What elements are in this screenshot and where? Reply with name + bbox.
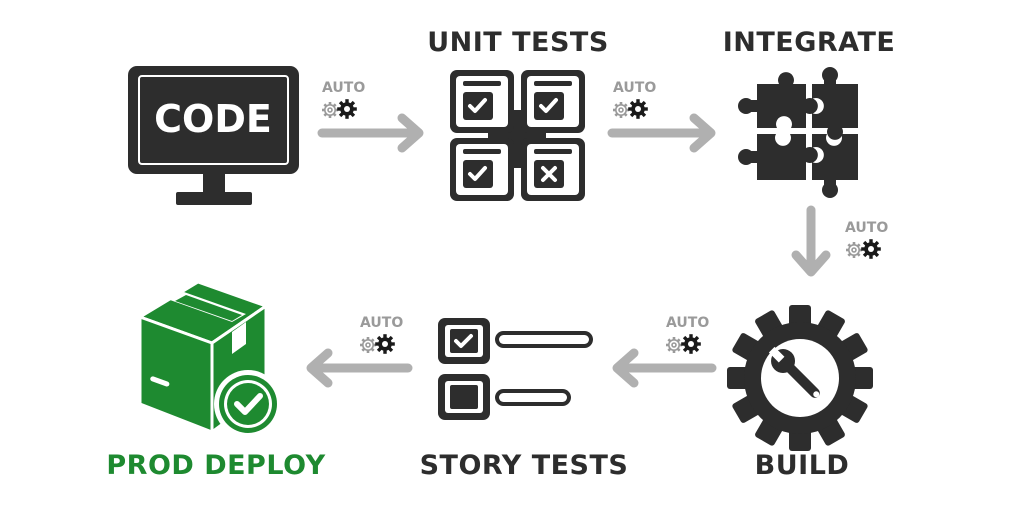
arrow-code-to-unit-tests	[317, 113, 424, 153]
auto-badge-code-to-unit: AUTO	[322, 80, 365, 119]
gears-icon	[846, 239, 881, 259]
gears-icon	[360, 334, 395, 354]
auto-label: AUTO	[322, 80, 365, 96]
arrow-build-to-story-tests	[612, 348, 717, 388]
story-tests-label: STORY TESTS	[420, 450, 629, 481]
prod-deploy-label: PROD DEPLOY	[106, 450, 325, 481]
gears-icon	[322, 99, 357, 119]
auto-label: AUTO	[360, 315, 403, 331]
monitor-icon	[128, 66, 299, 205]
puzzle-icon	[738, 67, 858, 198]
auto-label: AUTO	[613, 80, 656, 96]
arrow-unit-tests-to-integrate	[607, 113, 716, 153]
auto-label: AUTO	[666, 315, 709, 331]
gears-icon	[613, 99, 648, 119]
arrow-story-tests-to-prod-deploy	[306, 348, 413, 388]
build-label: BUILD	[755, 450, 850, 481]
gear-wrench-icon	[727, 305, 873, 451]
auto-badge-integrate-to-build: AUTO	[845, 220, 888, 259]
package-check-icon	[138, 280, 282, 438]
code-screen-text: CODE	[154, 97, 272, 141]
auto-badge-unit-to-integrate: AUTO	[613, 80, 656, 119]
auto-badge-story-to-prod: AUTO	[360, 315, 403, 354]
arrow-integrate-to-build	[791, 205, 831, 277]
integrate-label: INTEGRATE	[723, 27, 896, 58]
unit-tests-label: UNIT TESTS	[427, 27, 609, 58]
checklist-grid-icon	[450, 70, 585, 201]
checkbox-list-icon	[438, 318, 593, 420]
auto-badge-build-to-story: AUTO	[666, 315, 709, 354]
auto-label: AUTO	[845, 220, 888, 236]
gears-icon	[666, 334, 701, 354]
